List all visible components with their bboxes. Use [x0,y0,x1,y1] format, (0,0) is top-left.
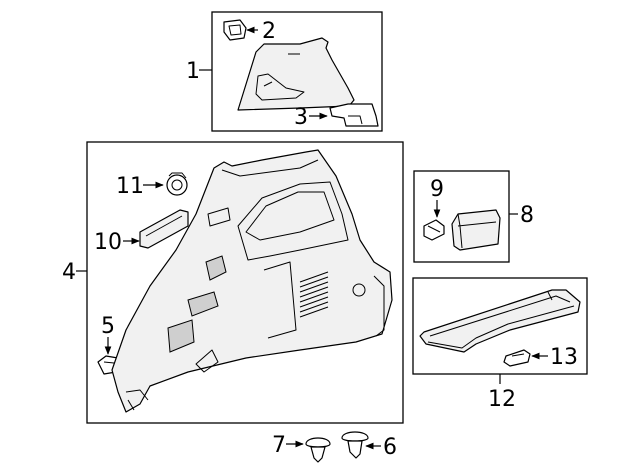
callout-7[interactable]: 7 [272,433,286,458]
part-4-quarter-trim-panel[interactable] [111,149,393,413]
callout-11[interactable]: 11 [116,174,144,199]
panel-vent-slats [299,271,329,318]
callout-12[interactable]: 12 [488,387,516,412]
part-9-bulb[interactable] [423,219,445,241]
part-12-cargo-tray[interactable] [419,289,581,353]
part-6-push-fastener[interactable] [341,431,369,459]
callout-13[interactable]: 13 [550,345,578,370]
group-box-8 [413,170,510,263]
callout-6[interactable]: 6 [383,435,397,460]
callout-5[interactable]: 5 [101,314,115,339]
part-3-bracket[interactable] [329,103,379,127]
callout-3[interactable]: 3 [294,105,308,130]
callout-1[interactable]: 1 [186,59,200,84]
part-13-clip[interactable] [503,349,531,367]
callout-4[interactable]: 4 [62,260,76,285]
callout-8[interactable]: 8 [520,203,534,228]
callout-2[interactable]: 2 [262,19,276,44]
part-11-push-pin[interactable] [166,172,188,196]
group-box-4 [86,141,404,424]
callout-9[interactable]: 9 [430,177,444,202]
part-10-pad[interactable] [139,209,189,249]
part-1-upper-trim-panel[interactable] [237,37,355,111]
part-2-clip[interactable] [223,19,247,41]
part-7-push-fastener[interactable] [305,437,331,463]
part-8-lamp-assembly[interactable] [451,209,501,251]
callout-10[interactable]: 10 [94,230,122,255]
group-box-1 [211,11,383,132]
